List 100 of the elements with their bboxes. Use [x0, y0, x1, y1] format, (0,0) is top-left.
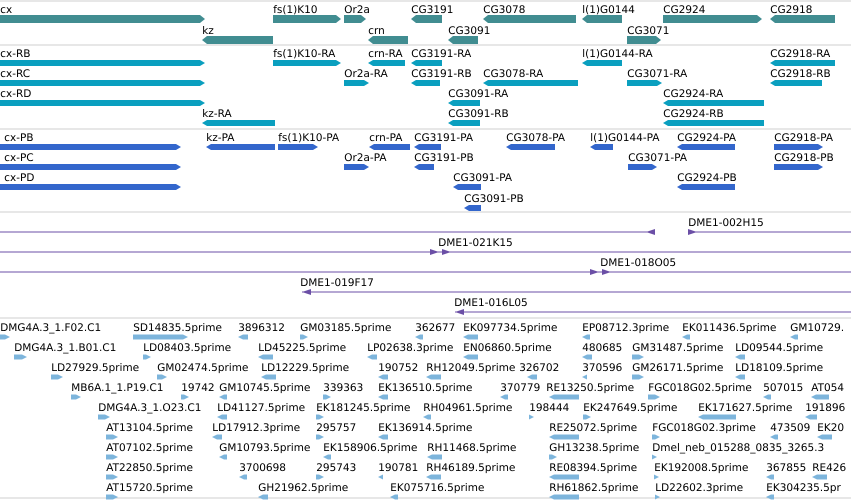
track-label: DMG4A.3_1.B01.C1 — [15, 343, 116, 354]
track-label: 3896312 — [239, 323, 284, 332]
track-label: CG3191-RA — [412, 49, 472, 58]
track-label: 198444 — [530, 403, 569, 412]
track-label: RE25072.5prime — [550, 423, 637, 434]
track-label: CG3191 — [412, 5, 452, 14]
track-label: RH04961.5prime — [424, 403, 512, 414]
track-label: EK192008.5prime — [655, 463, 748, 474]
track-label: LD08403.5prime — [144, 343, 231, 354]
track-label: 362677 — [416, 323, 454, 332]
track-label: EP08712.3prime — [583, 323, 669, 334]
track-label: 370779 — [501, 383, 540, 392]
track-label: EK304235.5pr — [767, 483, 841, 494]
track-label: Or2a-PA — [344, 153, 386, 162]
track-label: 507015 — [764, 383, 802, 392]
track-label: CG2924-PB — [678, 173, 736, 182]
track-label: 367855 — [767, 463, 806, 472]
track-label: GM03185.5prime — [300, 323, 391, 334]
track-label: 326702 — [520, 363, 558, 372]
track-label: CG3091-RB — [448, 109, 508, 118]
track-label: LD18109.5prime — [736, 363, 823, 374]
track-label: LD27929.5prime — [52, 363, 139, 374]
track-label: AT054 — [811, 383, 844, 392]
track-label: AT13104.5prime — [106, 423, 192, 434]
track-label: l(1)G0144-RA — [583, 49, 653, 58]
track-label: 190781 — [379, 463, 418, 472]
track-label: DME1-021K15 — [439, 238, 512, 246]
track-label: EK011436.5prime — [683, 323, 776, 334]
track-label: EK20 — [818, 423, 844, 432]
track-label: DME1-019F17 — [301, 278, 373, 286]
track-label: EK136914.5prime — [379, 423, 472, 434]
track-label: RE08394.5prime — [550, 463, 637, 474]
track-label: DME1-016L05 — [455, 298, 527, 306]
track-label: AT07102.5prime — [106, 443, 192, 454]
track-label: 473509 — [770, 423, 810, 432]
track-label: EK158906.5prime — [324, 443, 417, 454]
track-label: GM10729. — [790, 323, 843, 332]
track-label: FGC018G02.5prime — [649, 383, 752, 394]
track-label: CG2924-RB — [664, 109, 723, 118]
track-label: 480685 — [582, 343, 622, 352]
track-label: EK097734.5prime — [464, 323, 557, 334]
track-label: MB6A.1_1.P19.C1 — [72, 383, 162, 394]
track-label: CG2918-RA — [770, 49, 830, 58]
track-label: RE426 — [813, 463, 846, 472]
track-label: CG3091-RA — [448, 89, 508, 98]
track-label: EK075716.5prime — [391, 483, 484, 494]
track-label: 339363 — [324, 383, 362, 392]
track-label: LD22602.3prime — [656, 483, 743, 494]
track-label: DME1-018O05 — [601, 258, 676, 266]
track-label: kz-PA — [207, 133, 234, 141]
track-label: GH13238.5prime — [550, 443, 639, 454]
track-label: EN06860.5prime — [464, 343, 552, 354]
track-label: EK247649.5prime — [584, 403, 677, 414]
track-label: CG3091-PB — [464, 194, 523, 202]
track-label: kz-RA — [203, 109, 232, 117]
track-label: LD41127.5prime — [218, 403, 305, 414]
track-label: CG3071-PA — [628, 153, 687, 162]
track-label: CG2924 — [664, 5, 705, 14]
track-label: SD14835.5prime — [134, 323, 222, 334]
track-label: AT15720.5prime — [106, 483, 192, 494]
track-label: CG3071-RA — [628, 69, 688, 78]
track-label: GM10793.5prime — [220, 443, 310, 454]
track-label: CG3191-RB — [412, 69, 471, 78]
track-label: CG3191-PA — [414, 133, 473, 142]
track-label: EK181245.5prime — [317, 403, 410, 414]
track-label: cx-PD — [4, 173, 34, 182]
track-label: CG2918 — [770, 5, 812, 14]
track-label: GM10745.5prime — [220, 383, 310, 394]
track-label: CG2918-RB — [770, 69, 830, 78]
track-label: RH46189.5prime — [427, 463, 515, 474]
track-label: LD45225.5prime — [259, 343, 346, 354]
track-label: RH61862.5prime — [550, 483, 638, 494]
track-label: CG2924-PA — [678, 133, 736, 142]
track-label: crn-RA — [368, 49, 403, 58]
track-label: RE13250.5prime — [547, 383, 634, 394]
track-label: GM02474.5prime — [158, 363, 248, 374]
track-label: GM31487.5prime — [632, 343, 723, 354]
track-label: RH11468.5prime — [428, 443, 516, 454]
track-label: CG3071 — [628, 26, 668, 34]
track-label: CG3091-PA — [454, 173, 512, 182]
track-label: 190752 — [379, 363, 418, 372]
track-label: 19742 — [182, 383, 214, 392]
track-label: 295743 — [316, 463, 356, 472]
track-label: 3700698 — [240, 463, 286, 472]
track-label: GH21962.5prime — [258, 483, 348, 494]
track-label: fs(1)K10-PA — [278, 133, 340, 142]
track-label: RH12049.5prime — [427, 363, 515, 374]
track-label: cx-RC — [0, 69, 30, 78]
track-label: DMG4A.3_1.O23.C1 — [99, 403, 200, 414]
track-label: crn-PA — [370, 133, 402, 142]
track-label: cx — [0, 7, 12, 14]
track-label: LD17912.3prime — [213, 423, 300, 434]
track-label: 295757 — [316, 423, 356, 432]
track-label: CG3078 — [484, 5, 525, 14]
track-label: CG3078-RA — [484, 69, 544, 78]
track-label: Or2a — [344, 5, 369, 14]
track-label: CG3078-PA — [506, 133, 565, 142]
track-label: EK136510.5prime — [379, 383, 472, 394]
track-label: FGC018G02.3prime — [653, 423, 756, 434]
track-label: DMG4A.3_1.F02.C1 — [1, 323, 100, 334]
